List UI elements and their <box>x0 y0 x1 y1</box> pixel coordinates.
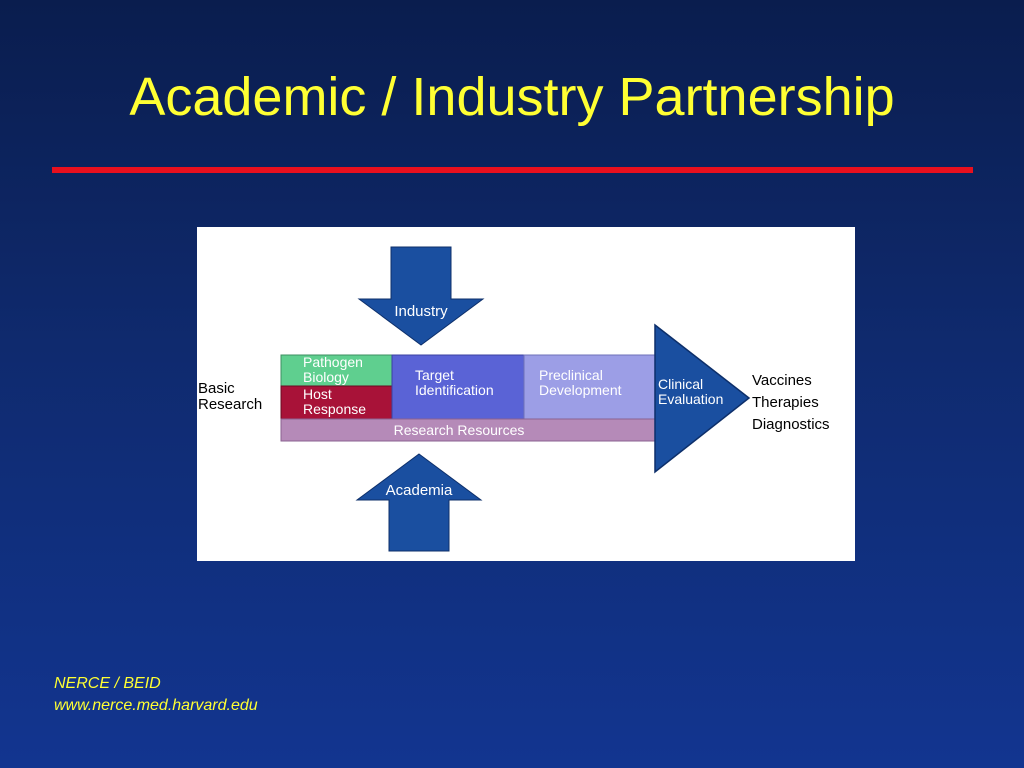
footer-url[interactable]: www.nerce.med.harvard.edu <box>54 697 258 714</box>
output-therapies: Therapies <box>752 394 819 411</box>
preclinical-development-label: Preclinical Development <box>539 367 622 398</box>
target-identification-line1: Target <box>415 367 454 383</box>
preclinical-development-line1: Preclinical <box>539 367 603 383</box>
output-diagnostics: Diagnostics <box>752 416 830 433</box>
pathogen-biology-line1: Pathogen <box>303 354 363 370</box>
footer-org: NERCE / BEID <box>54 675 161 692</box>
pathogen-biology-label: Pathogen Biology <box>303 354 367 385</box>
host-response-block <box>280 385 393 420</box>
slide-title: Academic / Industry Partnership <box>129 67 895 127</box>
host-response-line1: Host <box>303 386 332 402</box>
industry-arrow <box>357 246 485 346</box>
clinical-evaluation-arrow <box>654 323 751 474</box>
footer: NERCE / BEID www.nerce.med.harvard.edu <box>54 673 258 717</box>
title-underline <box>52 167 973 173</box>
academia-arrow <box>355 453 483 552</box>
target-identification-label: Target Identification <box>415 367 494 398</box>
basic-research-line1: Basic <box>198 380 235 397</box>
host-response-label: Host Response <box>303 386 366 417</box>
target-identification-block <box>391 354 525 420</box>
host-response-line2: Response <box>303 401 366 417</box>
clinical-evaluation-line2: Evaluation <box>658 391 723 407</box>
target-identification-line2: Identification <box>415 382 494 398</box>
output-vaccines: Vaccines <box>752 372 812 389</box>
clinical-evaluation-line1: Clinical <box>658 376 703 392</box>
outputs-label: Vaccines Therapies Diagnostics <box>752 372 830 433</box>
diagram-svg: Industry Academia Basic Research Pathoge… <box>198 246 830 552</box>
preclinical-development-block <box>523 354 657 420</box>
research-resources-label: Research Resources <box>394 422 525 438</box>
basic-research-label: Basic Research <box>198 380 262 413</box>
clinical-evaluation-label: Clinical Evaluation <box>658 376 723 407</box>
partnership-diagram: Industry Academia Basic Research Pathoge… <box>197 227 855 561</box>
pathogen-biology-line2: Biology <box>303 369 349 385</box>
preclinical-development-line2: Development <box>539 382 622 398</box>
pathogen-biology-block <box>280 354 393 387</box>
industry-label: Industry <box>394 303 448 320</box>
basic-research-line2: Research <box>198 396 262 413</box>
academia-label: Academia <box>386 482 453 499</box>
